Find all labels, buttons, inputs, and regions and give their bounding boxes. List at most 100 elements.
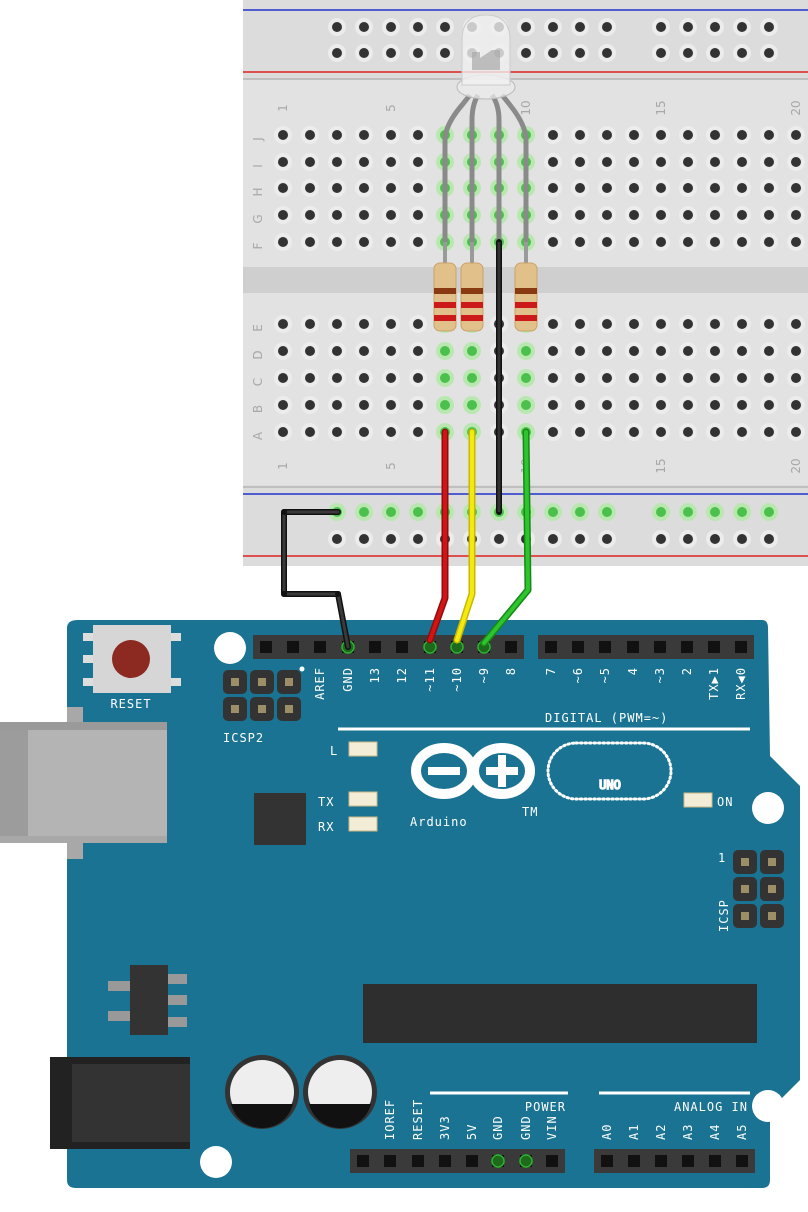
breadboard-hole[interactable] — [409, 396, 427, 414]
breadboard-hole[interactable] — [328, 126, 346, 144]
power-rail-hole[interactable] — [706, 530, 724, 548]
icsp-pin[interactable] — [741, 885, 749, 893]
breadboard-hole[interactable] — [544, 342, 562, 360]
power-rail-hole[interactable] — [382, 530, 400, 548]
header-pin[interactable] — [709, 1155, 721, 1167]
breadboard-hole[interactable] — [706, 342, 724, 360]
resistor[interactable] — [433, 242, 457, 332]
breadboard-hole[interactable] — [652, 423, 670, 441]
breadboard-hole[interactable] — [760, 423, 778, 441]
breadboard-hole[interactable] — [571, 153, 589, 171]
breadboard-hole[interactable] — [679, 206, 697, 224]
breadboard-hole[interactable] — [355, 206, 373, 224]
breadboard-hole[interactable] — [787, 342, 805, 360]
header-pin[interactable] — [314, 641, 326, 653]
breadboard-hole[interactable] — [301, 206, 319, 224]
breadboard-hole[interactable] — [598, 206, 616, 224]
breadboard-hole[interactable] — [598, 342, 616, 360]
power-rail-hole[interactable] — [652, 530, 670, 548]
breadboard-hole[interactable] — [571, 342, 589, 360]
breadboard-hole[interactable] — [679, 369, 697, 387]
power-rail-hole[interactable] — [571, 44, 589, 62]
header-pin[interactable] — [466, 1155, 478, 1167]
breadboard-hole[interactable] — [706, 315, 724, 333]
breadboard-hole[interactable] — [625, 233, 643, 251]
header-pin[interactable] — [412, 1155, 424, 1167]
power-rail-hole[interactable] — [760, 503, 778, 521]
breadboard-hole[interactable] — [760, 315, 778, 333]
breadboard-hole[interactable] — [625, 153, 643, 171]
green-wire[interactable] — [480, 428, 532, 647]
breadboard-hole[interactable] — [382, 126, 400, 144]
breadboard-hole[interactable] — [733, 179, 751, 197]
power-rail-hole[interactable] — [544, 44, 562, 62]
breadboard-hole[interactable] — [328, 396, 346, 414]
power-rail-hole[interactable] — [679, 503, 697, 521]
breadboard-hole[interactable] — [733, 342, 751, 360]
breadboard-hole[interactable] — [679, 153, 697, 171]
header-pin[interactable] — [491, 1154, 505, 1168]
icsp-pin[interactable] — [768, 858, 776, 866]
breadboard-hole[interactable] — [571, 206, 589, 224]
breadboard-hole[interactable] — [382, 423, 400, 441]
power-rail-hole[interactable] — [544, 530, 562, 548]
breadboard-hole[interactable] — [544, 153, 562, 171]
icsp-pin[interactable] — [231, 678, 239, 686]
breadboard-hole[interactable] — [544, 423, 562, 441]
breadboard-hole[interactable] — [706, 369, 724, 387]
breadboard-hole[interactable] — [382, 369, 400, 387]
header-pin[interactable] — [681, 641, 693, 653]
breadboard-hole[interactable] — [436, 369, 454, 387]
breadboard-hole[interactable] — [328, 206, 346, 224]
reset-button[interactable] — [83, 625, 181, 693]
power-rail-hole[interactable] — [382, 44, 400, 62]
breadboard-hole[interactable] — [787, 206, 805, 224]
breadboard-hole[interactable] — [328, 179, 346, 197]
breadboard-hole[interactable] — [409, 369, 427, 387]
header-pin[interactable] — [654, 641, 666, 653]
breadboard-hole[interactable] — [328, 423, 346, 441]
breadboard-hole[interactable] — [787, 396, 805, 414]
power-rail-hole[interactable] — [760, 44, 778, 62]
breadboard-hole[interactable] — [787, 179, 805, 197]
power-rail-hole[interactable] — [733, 530, 751, 548]
breadboard-hole[interactable] — [517, 369, 535, 387]
breadboard-hole[interactable] — [382, 233, 400, 251]
header-pin[interactable] — [628, 1155, 640, 1167]
breadboard-hole[interactable] — [706, 153, 724, 171]
header-pin[interactable] — [287, 641, 299, 653]
icsp-pin[interactable] — [285, 705, 293, 713]
breadboard-hole[interactable] — [598, 396, 616, 414]
breadboard-hole[interactable] — [652, 153, 670, 171]
power-rail-hole[interactable] — [571, 530, 589, 548]
breadboard-hole[interactable] — [436, 396, 454, 414]
header-pin[interactable] — [384, 1155, 396, 1167]
power-rail-hole[interactable] — [517, 18, 535, 36]
power-rail-hole[interactable] — [571, 503, 589, 521]
header-pin[interactable] — [396, 641, 408, 653]
breadboard-hole[interactable] — [733, 396, 751, 414]
power-rail-hole[interactable] — [598, 18, 616, 36]
breadboard-hole[interactable] — [355, 126, 373, 144]
breadboard-hole[interactable] — [382, 153, 400, 171]
breadboard-hole[interactable] — [328, 369, 346, 387]
breadboard-hole[interactable] — [625, 206, 643, 224]
icsp-pin[interactable] — [741, 912, 749, 920]
resistor[interactable] — [460, 242, 484, 332]
power-rail-hole[interactable] — [409, 44, 427, 62]
power-rail-hole[interactable] — [571, 18, 589, 36]
icsp-pin[interactable] — [231, 705, 239, 713]
breadboard-hole[interactable] — [760, 396, 778, 414]
breadboard-hole[interactable] — [625, 179, 643, 197]
breadboard-hole[interactable] — [382, 315, 400, 333]
breadboard-hole[interactable] — [328, 315, 346, 333]
breadboard-hole[interactable] — [571, 233, 589, 251]
breadboard-hole[interactable] — [571, 179, 589, 197]
breadboard-hole[interactable] — [679, 342, 697, 360]
breadboard-hole[interactable] — [355, 179, 373, 197]
breadboard-hole[interactable] — [436, 342, 454, 360]
breadboard-hole[interactable] — [409, 233, 427, 251]
power-rail-hole[interactable] — [490, 530, 508, 548]
breadboard-hole[interactable] — [301, 369, 319, 387]
breadboard-hole[interactable] — [652, 233, 670, 251]
